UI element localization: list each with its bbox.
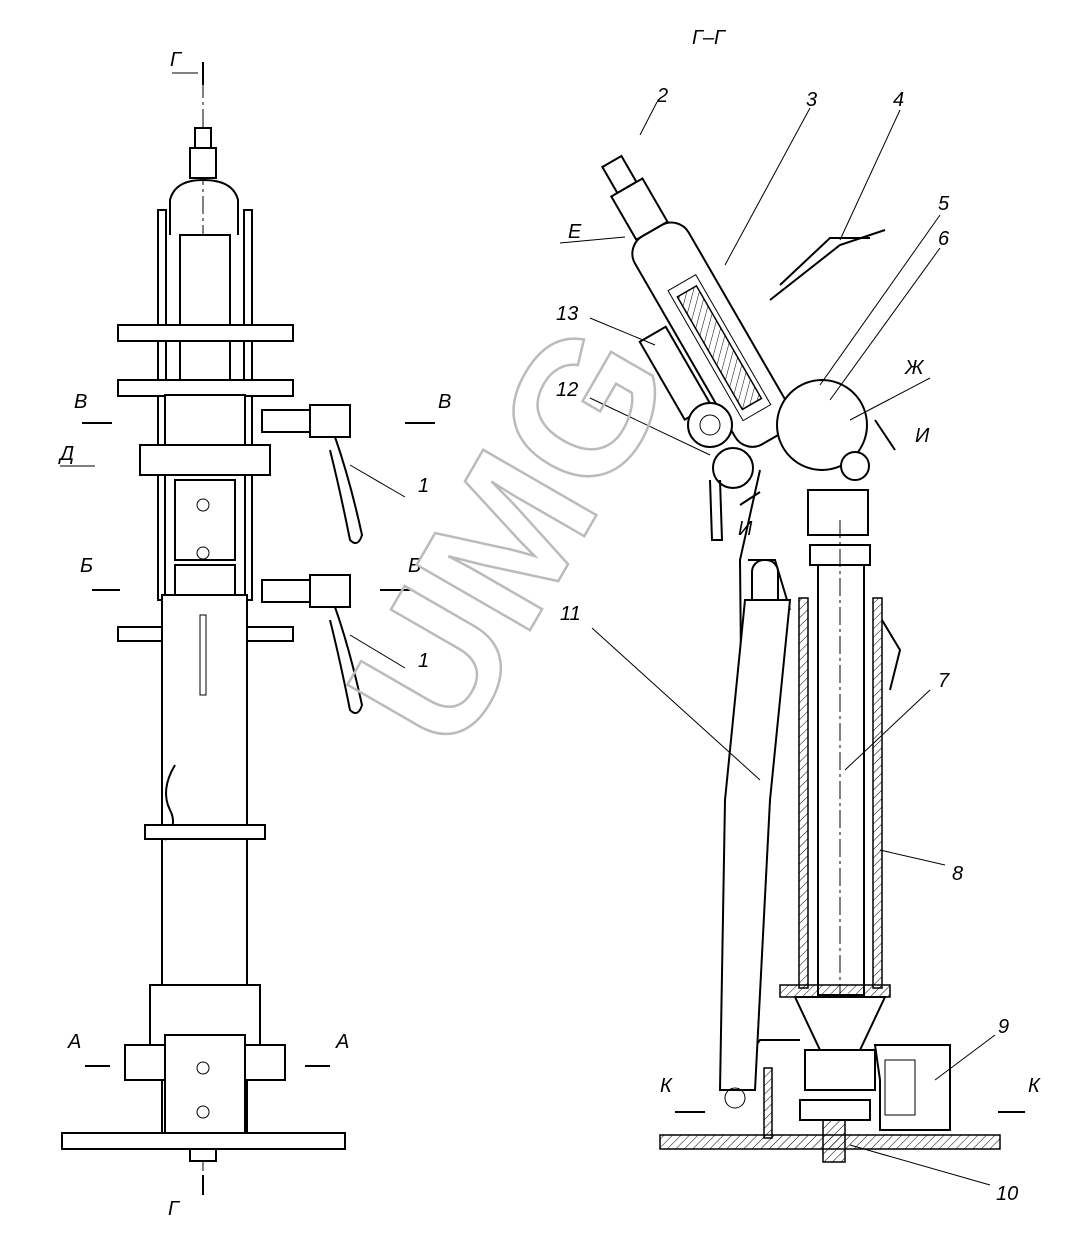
section-mark-d: Д: [58, 443, 74, 465]
front-view: [61, 80, 364, 1195]
section-mark-v-left: В: [74, 391, 87, 413]
callout-1-lower: 1: [418, 650, 429, 672]
section-mark-v-right: В: [438, 391, 451, 413]
section-mark-g-top: Г: [170, 49, 183, 71]
section-mark-b-left: Б: [80, 555, 93, 577]
callout-1-upper: 1: [418, 475, 429, 497]
callout-3: 3: [806, 89, 817, 111]
callout-9: 9: [998, 1016, 1009, 1038]
callout-12: 12: [556, 379, 578, 401]
section-mark-b-right: Б: [408, 555, 421, 577]
watermark: UMG: [307, 291, 712, 781]
callout-8: 8: [952, 863, 963, 885]
mark-zh: Ж: [904, 357, 925, 379]
mark-k-right: К: [1028, 1075, 1041, 1097]
callout-13: 13: [556, 303, 578, 325]
callout-2: 2: [656, 85, 668, 107]
section-mark-a-right: А: [335, 1031, 349, 1053]
section-mark-a-left: А: [67, 1031, 81, 1053]
section-marks-left: Г Г В В Д Б Б А А 1 1: [58, 49, 451, 1220]
callout-10: 10: [996, 1183, 1018, 1205]
callout-5: 5: [938, 193, 950, 215]
callout-11: 11: [560, 603, 581, 625]
section-mark-g-bottom: Г: [168, 1198, 181, 1220]
callout-6: 6: [938, 228, 950, 250]
mark-e: Е: [568, 221, 582, 243]
mark-i-right: И: [915, 425, 930, 447]
section-view-callouts: Г–Г 2 3 4 5 6 7 8 9 10 11 12 13 Е Ж И И …: [556, 27, 1041, 1205]
mark-i-left: И: [738, 518, 753, 540]
mark-k-left: К: [660, 1075, 673, 1097]
callout-4: 4: [893, 89, 904, 111]
section-view: [601, 154, 1001, 1163]
callout-7: 7: [938, 670, 950, 692]
section-title: Г–Г: [692, 27, 727, 49]
